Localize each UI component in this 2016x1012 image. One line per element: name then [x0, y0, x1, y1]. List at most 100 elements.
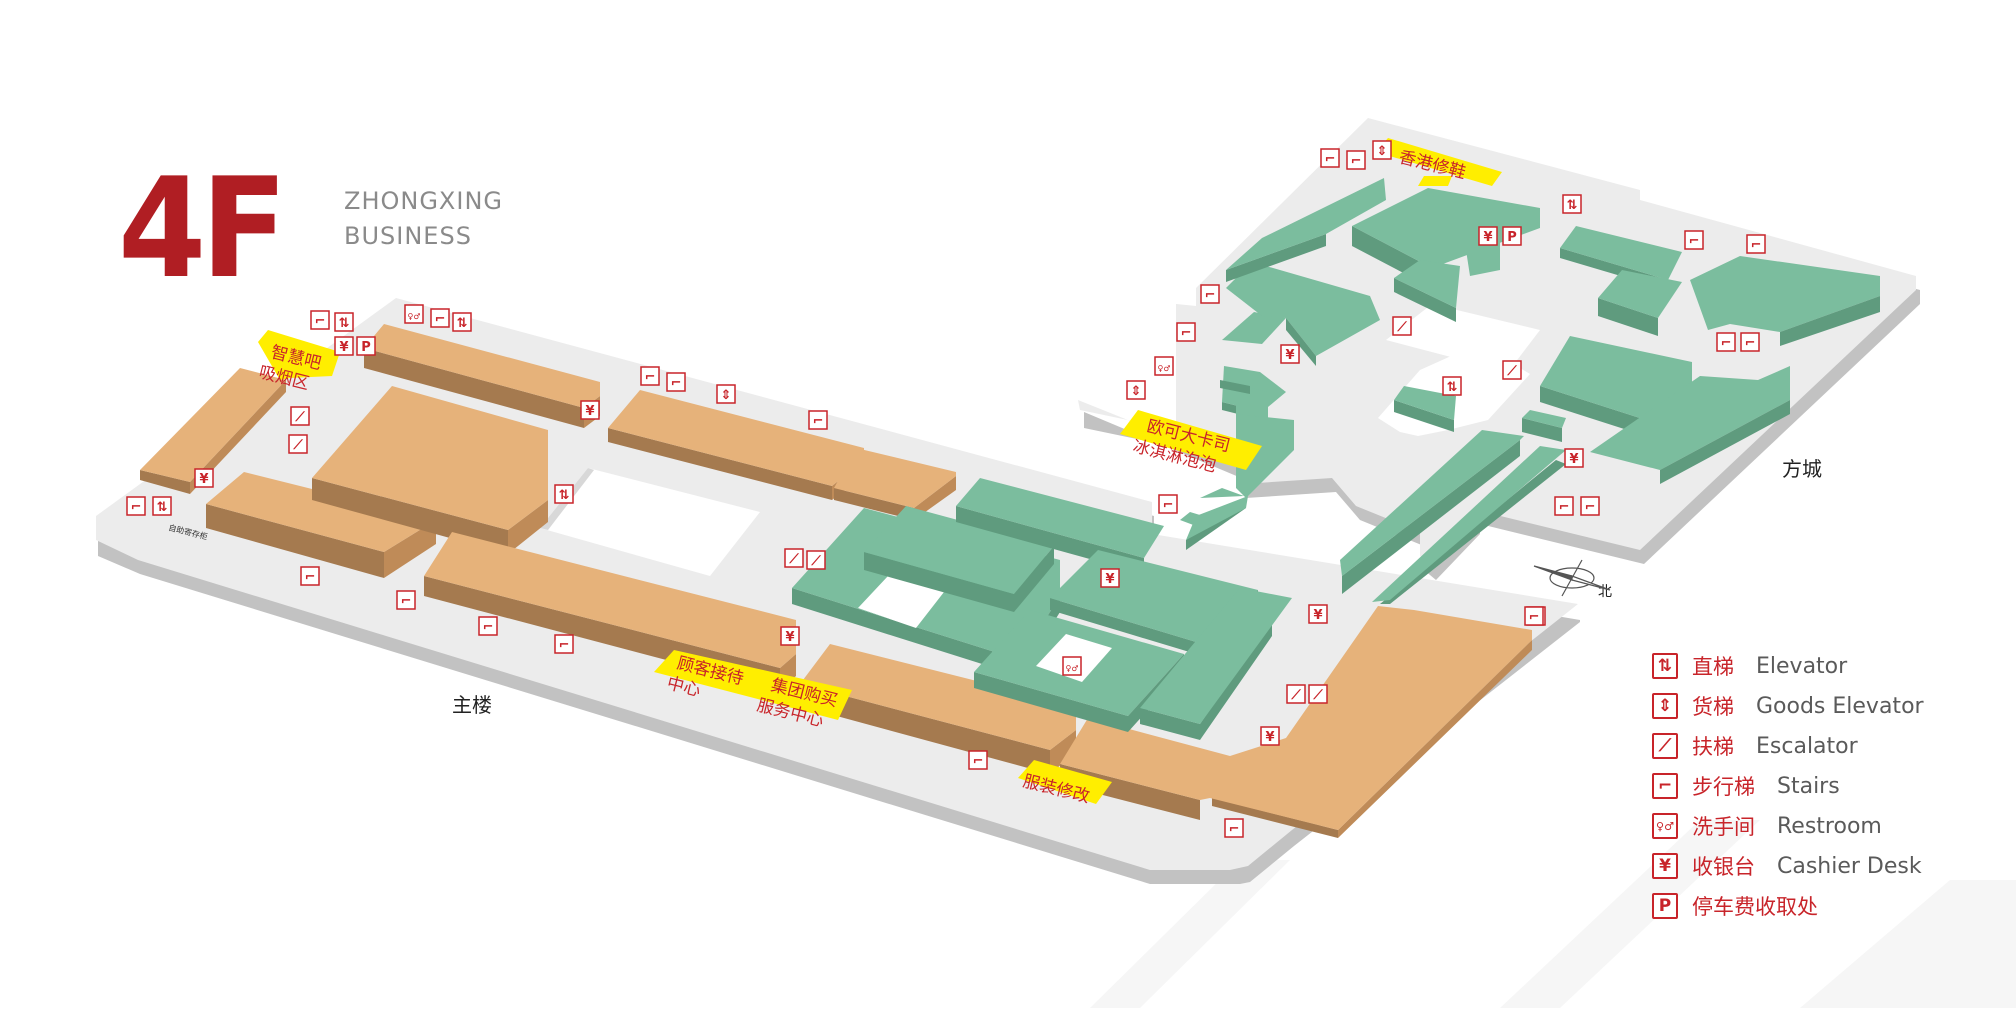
restroom-icon: ♀♂: [1154, 356, 1174, 376]
svg-text:⌐: ⌐: [1559, 500, 1570, 515]
legend-cn-goods-elevator: 货梯: [1692, 695, 1734, 719]
green-block-f11: [1340, 430, 1524, 594]
stairs-icon: ⌐: [478, 616, 498, 636]
legend-cn-parking-payment: 停车费收取处: [1692, 895, 1818, 919]
restroom-icon: ♀♂: [1062, 656, 1082, 676]
green-shops: [792, 178, 1880, 740]
stairs-icon: ⌐: [1652, 773, 1678, 799]
svg-text:¥: ¥: [1265, 730, 1274, 745]
svg-text:¥: ¥: [199, 472, 208, 487]
shop-block-w1: [140, 368, 286, 494]
svg-text:⌐: ⌐: [1751, 238, 1762, 253]
legend-cn-elevator: 直梯: [1692, 655, 1734, 679]
green-block-f3: [1226, 178, 1386, 282]
svg-text:⌐: ⌐: [1529, 610, 1540, 625]
cashier-icon: ¥: [1652, 853, 1678, 879]
legend-cn-restroom: 洗手间: [1692, 815, 1755, 839]
svg-text:¥: ¥: [1105, 572, 1114, 587]
elevator-icon: ⇅: [1562, 194, 1582, 214]
green-block-f8: [1598, 256, 1880, 346]
main-building-label: 主楼: [452, 693, 492, 717]
stairs-icon: ⌐: [430, 308, 450, 328]
legend-row-elevator: ⇅ 直梯 Elevator: [1652, 646, 1992, 686]
legend-en-restroom: Restroom: [1777, 813, 1882, 839]
background-decoration: [1090, 820, 2016, 1008]
goods-elevator-icon: ⇕: [716, 384, 736, 404]
stairs-icon: ⌐: [1158, 494, 1178, 514]
legend-row-goods-elevator: ⇕ 货梯 Goods Elevator: [1652, 686, 1992, 726]
svg-text:♀♂: ♀♂: [407, 312, 420, 321]
svg-text:⌐: ⌐: [131, 500, 142, 515]
legend-cn-cashier: 收银台: [1692, 855, 1755, 879]
svg-text:⇕: ⇕: [721, 388, 732, 403]
shop-block-se: [1060, 606, 1532, 838]
green-block-c6: [1140, 588, 1292, 740]
floor-number: 4F: [118, 148, 288, 309]
svg-text:¥: ¥: [1313, 608, 1322, 623]
parking-payment-icon: P: [1652, 893, 1678, 919]
brand-line-2: BUSINESS: [344, 222, 472, 250]
svg-text:⌐: ⌐: [1585, 500, 1596, 515]
stairs-icon: ⌐: [310, 310, 330, 330]
svg-text:⟋: ⟋: [292, 438, 303, 453]
svg-text:⌐: ⌐: [1351, 154, 1362, 169]
legend-row-parking-payment: P 停车费收取处: [1652, 886, 1992, 926]
svg-text:♀♂: ♀♂: [1065, 664, 1078, 673]
green-block-f13: [1180, 488, 1248, 550]
legend-cn-stairs: 步行梯: [1692, 775, 1755, 799]
green-block-f5: [1394, 260, 1460, 322]
svg-text:⌐: ⌐: [645, 370, 656, 385]
elevator-icon: ⇅: [554, 484, 574, 504]
escalator-icon: ⟋: [1502, 360, 1522, 380]
stairs-icon: ⌐: [1684, 230, 1704, 250]
svg-text:⌐: ⌐: [435, 312, 446, 327]
green-block-f2: [1220, 262, 1380, 498]
legend-row-stairs: ⌐ 步行梯 Stairs: [1652, 766, 1992, 806]
elevator-icon: ⇅: [152, 496, 172, 516]
atrium-opening-fangcheng-north: [1386, 304, 1540, 372]
fangcheng-label: 方城: [1782, 457, 1822, 481]
cashier-icon: ¥: [1280, 344, 1300, 364]
stairs-icon: ⌐: [126, 496, 146, 516]
stairs-icon: ⌐: [1224, 818, 1244, 838]
stairs-icon: ⌐: [1320, 148, 1340, 168]
svg-text:⌐: ⌐: [1205, 288, 1216, 303]
elevator-icon: ⇅: [334, 312, 354, 332]
svg-text:⇅: ⇅: [457, 316, 468, 331]
shop-block-c2: [834, 448, 956, 520]
svg-text:¥: ¥: [785, 630, 794, 645]
brand-line-1: ZHONGXING: [344, 187, 503, 215]
cashier-icon: ¥: [1478, 226, 1498, 246]
svg-text:⇕: ⇕: [1377, 144, 1388, 159]
escalator-icon: ⟋: [1652, 733, 1678, 759]
green-block-f12: [1372, 446, 1566, 604]
green-block-f6: [1394, 386, 1456, 432]
tan-shops: [140, 324, 1532, 838]
stairs-icon: ⌐: [968, 750, 988, 770]
escalator-icon: ⟋: [1286, 684, 1306, 704]
svg-text:¥: ¥: [585, 404, 594, 419]
svg-text:⌐: ⌐: [1689, 234, 1700, 249]
cashier-icon: ¥: [580, 400, 600, 420]
shop-block-w2: [206, 472, 436, 578]
tailor-highlight: [1018, 760, 1112, 804]
escalator-icon: ⟋: [288, 434, 308, 454]
svg-text:⟋: ⟋: [1506, 364, 1517, 379]
escalator-icon: ⟋: [1392, 316, 1412, 336]
brand-name: ZHONGXING BUSINESS: [344, 184, 503, 254]
svg-text:⌐: ⌐: [1745, 336, 1756, 351]
area-labels: 主楼 方城 北: [452, 457, 1822, 717]
svg-text:⌐: ⌐: [1721, 336, 1732, 351]
highlight-areas: [258, 138, 1502, 804]
escalator-icon: ⟋: [290, 406, 310, 426]
svg-text:⇕: ⇕: [1131, 384, 1142, 399]
cashier-icon: ¥: [1308, 604, 1328, 624]
svg-text:⇅: ⇅: [157, 500, 168, 515]
svg-text:⇅: ⇅: [1447, 380, 1458, 395]
stairs-icon: ⌐: [808, 410, 828, 430]
cashier-icon: ¥: [1564, 448, 1584, 468]
facility-icons: ⌐⇅¥P♀♂⌐⇅⟋⟋¥⌐⇅¥⌐⌐⇕⌐⇅⌐⌐⌐⌐⟋⟋¥¥♀♂¥⟋⟋¥⌐⌐⌐⌐⌐⌐⇕…: [126, 140, 1766, 838]
stairs-icon: ⌐: [1176, 322, 1196, 342]
legend-cn-escalator: 扶梯: [1692, 735, 1734, 759]
hk-shoes-highlight: [1376, 138, 1502, 186]
